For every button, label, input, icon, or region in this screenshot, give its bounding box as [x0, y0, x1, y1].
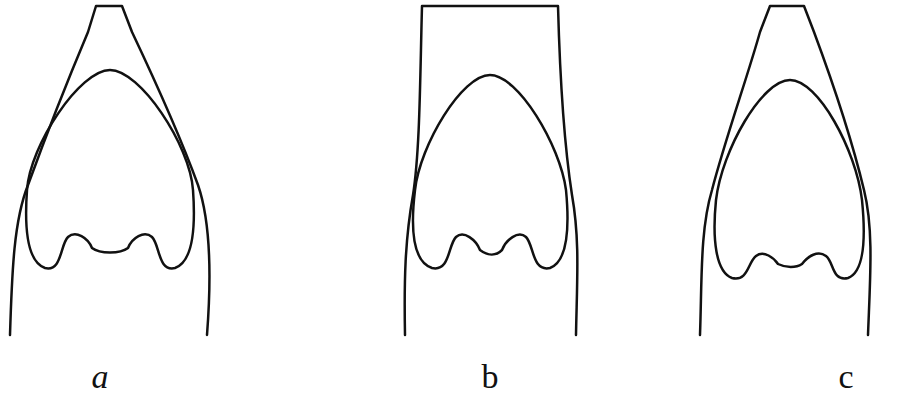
inner-outline-b	[413, 75, 567, 268]
outer-outline-c	[700, 6, 871, 335]
inner-outline-c	[715, 80, 864, 279]
inner-outline-a	[26, 70, 194, 268]
figure-letter: b	[482, 360, 499, 394]
outer-outline-a	[10, 6, 210, 335]
outer-outline-b	[405, 6, 578, 335]
figure-letter: a	[92, 360, 109, 394]
figure-letter: c	[838, 360, 853, 394]
